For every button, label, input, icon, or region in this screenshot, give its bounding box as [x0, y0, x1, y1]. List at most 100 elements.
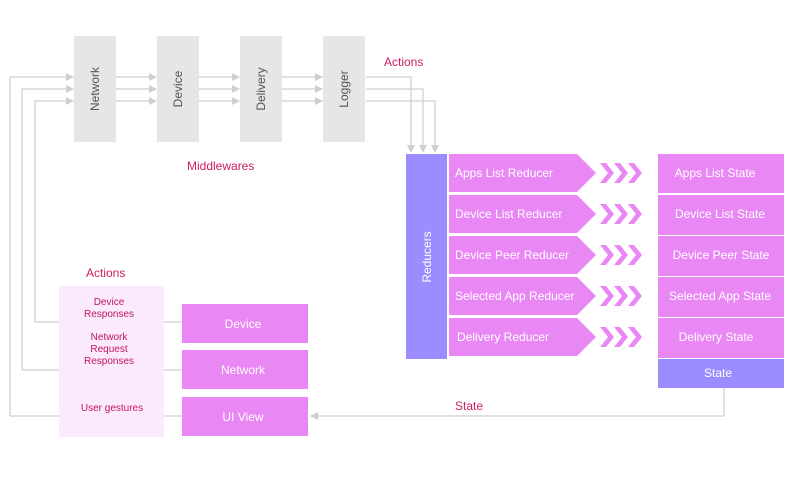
middleware-delivery: Delivery	[240, 36, 282, 142]
middleware-chain: Network Device Delivery Logger	[74, 36, 365, 142]
chevron-right-icon	[628, 245, 642, 265]
state-label: Apps List State	[675, 166, 756, 180]
state-item-apps-list: Apps List State	[658, 154, 784, 193]
uiview-source-box: UI View	[182, 397, 308, 436]
reducers-bar-label: Reducers	[420, 231, 434, 282]
chevron-right-icon	[600, 286, 614, 306]
chevron-right-icon	[628, 163, 642, 183]
state-footer: State	[658, 359, 784, 388]
logger-reducers-arrow-2	[366, 88, 427, 153]
state-item-delivery: Delivery State	[658, 318, 784, 358]
middleware-box	[157, 36, 199, 142]
device-source-box: Device	[182, 304, 308, 343]
source-box-label: Network	[221, 363, 266, 377]
reducer-item-delivery: Delivery Reducer	[449, 318, 596, 356]
actions-top-label: Actions	[384, 55, 423, 69]
source-device-line-1: Device	[94, 297, 125, 308]
device-responses-loop-line	[34, 97, 74, 322]
state-footer-label: State	[704, 366, 732, 380]
reducer-label: Apps List Reducer	[455, 166, 553, 180]
network-responses-loop-line	[21, 85, 74, 370]
reducers-section: Reducers Apps List Reducer Device List R…	[406, 154, 596, 359]
middleware-logger: Logger	[323, 36, 365, 142]
middleware-network: Network	[74, 36, 116, 142]
actions-sources-label: Actions	[86, 266, 125, 280]
state-item-selected-app: Selected App State	[658, 277, 784, 317]
chevron-right-icon	[600, 163, 614, 183]
state-label: Selected App State	[669, 289, 771, 303]
chevron-right-icon	[614, 163, 628, 183]
source-box-label: Device	[225, 317, 262, 331]
chevron-right-icon	[628, 327, 642, 347]
state-label: Device List State	[675, 207, 765, 221]
state-section: Apps List State Device List State Device…	[658, 154, 784, 388]
state-footer-box	[658, 359, 784, 388]
reducer-label: Delivery Reducer	[457, 330, 549, 344]
chevron-right-icon	[614, 327, 628, 347]
source-device-line-2: Responses	[84, 309, 134, 320]
reducer-shape	[449, 277, 596, 315]
middleware-label: Delivery	[254, 67, 268, 110]
source-box-label: UI View	[222, 410, 263, 424]
state-arrow-label: State	[455, 399, 483, 413]
state-label: Delivery State	[679, 330, 754, 344]
state-box	[658, 195, 784, 235]
chevron-row-1	[600, 163, 642, 183]
chevron-right-icon	[600, 245, 614, 265]
chevron-right-icon	[614, 245, 628, 265]
source-ui-line-1: User gestures	[81, 403, 143, 414]
chevron-row-3	[600, 245, 642, 265]
state-item-device-peer: Device Peer State	[658, 236, 784, 276]
chevron-right-icon	[600, 204, 614, 224]
state-box	[658, 318, 784, 358]
middleware-label: Network	[88, 66, 102, 111]
chevron-row-2	[600, 204, 642, 224]
reducer-item-device-peer: Device Peer Reducer	[449, 236, 596, 274]
network-source-box: Network	[182, 350, 308, 389]
middleware-label: Logger	[337, 70, 351, 107]
reducer-item-apps-list: Apps List Reducer	[449, 154, 596, 192]
middleware-label: Device	[171, 70, 185, 107]
sources-panel	[59, 286, 164, 437]
state-to-uiview-arrow	[310, 388, 725, 420]
middleware-device: Device	[157, 36, 199, 142]
state-label: Device Peer State	[673, 248, 770, 262]
chevron-right-icon	[600, 327, 614, 347]
source-box	[182, 304, 308, 343]
state-box	[658, 277, 784, 317]
reducer-shape	[449, 154, 596, 192]
chevron-row-4	[600, 286, 642, 306]
logger-reducers-arrow-1	[366, 76, 415, 153]
state-box	[658, 236, 784, 276]
middleware-box	[323, 36, 365, 142]
state-box	[658, 154, 784, 193]
action-sources: Actions Device Responses Network Request…	[59, 266, 308, 437]
chevron-right-icon	[628, 286, 642, 306]
middlewares-label: Middlewares	[187, 159, 254, 173]
reducers-bar	[406, 154, 447, 359]
source-network-line-2: Request	[90, 344, 127, 355]
chevron-row-5	[600, 327, 642, 347]
source-network-line-1: Network	[91, 332, 129, 343]
reducer-item-selected-app: Selected App Reducer	[449, 277, 596, 315]
source-network-line-3: Responses	[84, 356, 134, 367]
chevron-right-icon	[614, 286, 628, 306]
chevron-right-icon	[628, 204, 642, 224]
source-box	[182, 350, 308, 389]
logger-reducers-arrow-3	[366, 100, 439, 153]
reducer-shape	[449, 236, 596, 274]
reducer-item-device-list: Device List Reducer	[449, 195, 596, 233]
state-item-device-list: Device List State	[658, 195, 784, 235]
user-gestures-loop-line	[9, 73, 74, 416]
reducer-label: Device List Reducer	[455, 207, 562, 221]
middleware-box	[240, 36, 282, 142]
reducer-label: Selected App Reducer	[455, 289, 574, 303]
middleware-box	[74, 36, 116, 142]
reducer-label: Device Peer Reducer	[455, 248, 569, 262]
reducer-shape	[449, 318, 596, 356]
chevron-right-icon	[614, 204, 628, 224]
source-box	[182, 397, 308, 436]
reducer-shape	[449, 195, 596, 233]
reducer-to-state-chevrons	[600, 163, 642, 347]
